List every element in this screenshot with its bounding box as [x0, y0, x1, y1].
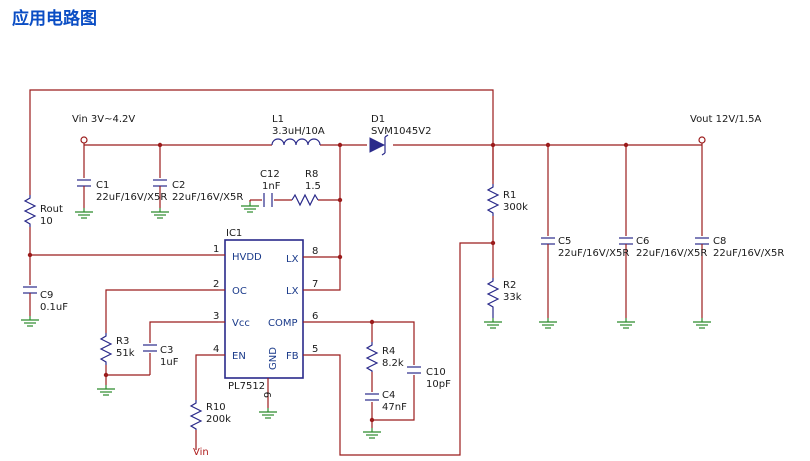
pin4-num: 4 [213, 344, 219, 355]
c5-ref: C5 [558, 236, 571, 247]
resistor-r8 [291, 193, 319, 207]
r2-value: 33k [503, 292, 522, 303]
pin8-num: 8 [312, 246, 318, 257]
ground-symbols [20, 201, 712, 439]
pin9-num: 9 [263, 392, 274, 398]
resistor-r2 [486, 278, 500, 318]
c12-value: 1nF [262, 181, 281, 192]
d1-ref: D1 [371, 114, 385, 125]
vout-terminal [698, 136, 706, 144]
r3-value: 51k [116, 348, 135, 359]
pin3-num: 3 [213, 311, 219, 322]
diode-d1 [369, 134, 389, 156]
pin2-num: 2 [213, 279, 219, 290]
r10-value: 200k [206, 414, 231, 425]
rout-value: 10 [40, 216, 53, 227]
pin7-name: LX [286, 286, 299, 297]
c6-value: 22uF/16V/X5R [636, 248, 707, 259]
capacitor-c9 [23, 286, 37, 316]
r1-ref: R1 [503, 190, 516, 201]
c5-value: 22uF/16V/X5R [558, 248, 629, 259]
rout-ref: Rout [40, 204, 63, 215]
c8-value: 22uF/16V/X5R [713, 248, 784, 259]
c3-ref: C3 [160, 345, 173, 356]
pin5-num: 5 [312, 344, 318, 355]
vin-label: Vin 3V~4.2V [72, 114, 135, 125]
capacitor-c6 [619, 237, 633, 318]
resistor-r10 [189, 400, 203, 430]
c9-value: 0.1uF [40, 302, 68, 313]
vout-label: Vout 12V/1.5A [690, 114, 761, 125]
r3-ref: R3 [116, 336, 129, 347]
capacitor-c12 [263, 193, 273, 207]
junctions [27, 142, 629, 423]
capacitor-c2 [153, 179, 167, 208]
pin8-name: LX [286, 254, 299, 265]
ic1-ref: IC1 [226, 228, 242, 239]
c1-ref: C1 [96, 180, 109, 191]
pin6-name: COMP [268, 318, 298, 329]
c10-value: 10pF [426, 379, 451, 390]
c6-ref: C6 [636, 236, 649, 247]
pin1-name: HVDD [232, 252, 262, 263]
pin2-name: OC [232, 286, 247, 297]
c4-ref: C4 [382, 390, 395, 401]
r10-ref: R10 [206, 402, 226, 413]
c9-ref: C9 [40, 290, 53, 301]
page-title: 应用电路图 [12, 9, 97, 29]
r4-ref: R4 [382, 346, 395, 357]
c12-ref: C12 [260, 169, 280, 180]
wires [29, 89, 703, 456]
vin-net-tag: Vin [193, 447, 209, 458]
c8-ref: C8 [713, 236, 726, 247]
pin6-num: 6 [312, 311, 318, 322]
r2-ref: R2 [503, 280, 516, 291]
d1-value: SVM1045V2 [371, 126, 431, 137]
c10-ref: C10 [426, 367, 446, 378]
l1-value: 3.3uH/10A [272, 126, 325, 137]
capacitor-c3 [143, 344, 157, 352]
c3-value: 1uF [160, 357, 179, 368]
ic1-body [218, 239, 305, 380]
r8-ref: R8 [305, 169, 318, 180]
r1-value: 300k [503, 202, 528, 213]
c2-value: 22uF/16V/X5R [172, 192, 243, 203]
capacitor-c5 [541, 237, 555, 318]
c2-ref: C2 [172, 180, 185, 191]
capacitor-c1 [77, 179, 91, 208]
capacitor-c8 [695, 237, 709, 318]
resistor-rout [23, 195, 37, 227]
c1-value: 22uF/16V/X5R [96, 192, 167, 203]
pin3-name: Vcc [232, 318, 250, 329]
pin5-name: FB [286, 351, 299, 362]
vin-terminal [80, 136, 88, 144]
resistor-r3 [99, 333, 113, 365]
capacitor-c4 [365, 393, 379, 401]
l1-ref: L1 [272, 114, 284, 125]
pin7-num: 7 [312, 279, 318, 290]
pin4-name: EN [232, 351, 246, 362]
r8-value: 1.5 [305, 181, 321, 192]
r4-value: 8.2k [382, 358, 404, 369]
labels: Vin 3V~4.2V Vout 12V/1.5A L1 3.3uH/10A D… [40, 114, 784, 458]
pin1-num: 1 [213, 244, 219, 255]
capacitor-c10 [407, 366, 421, 374]
resistor-r1 [486, 184, 500, 216]
resistor-r4 [365, 342, 379, 372]
c4-value: 47nF [382, 402, 407, 413]
inductor-l1 [271, 138, 321, 146]
pin9-name: GND [268, 347, 279, 370]
ic1-part: PL7512 [228, 381, 265, 392]
